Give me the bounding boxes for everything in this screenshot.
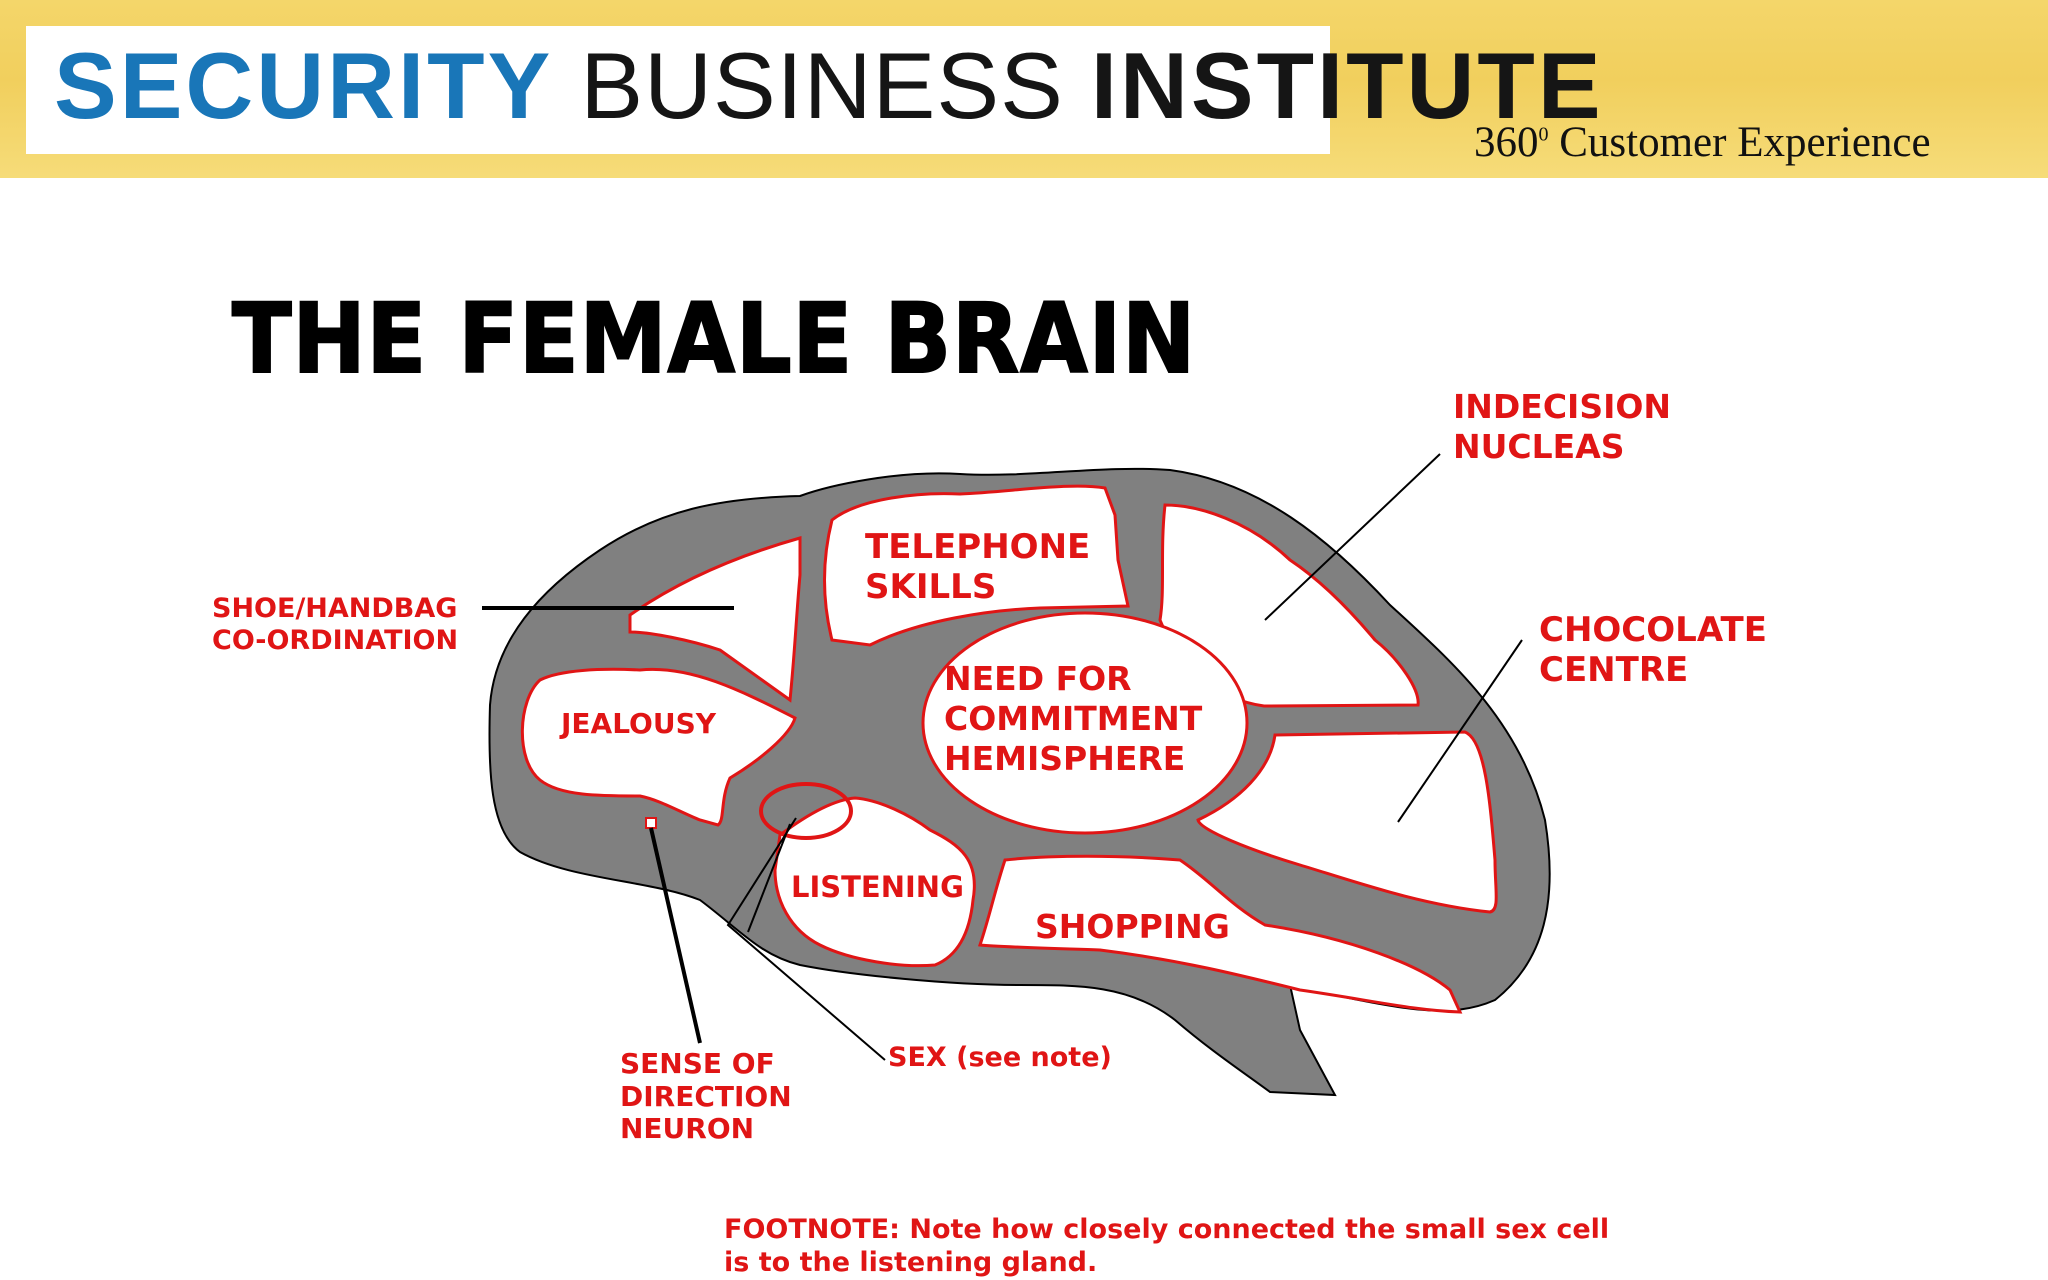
region-listening [773,796,976,968]
logo-security: SECURITY [54,33,554,138]
sex-leader-line [726,817,886,1061]
callout-chocolate-2: CENTRE [1539,650,1688,690]
label-commitment-1: NEED FOR [944,659,1132,698]
region-indecision [1158,503,1420,708]
sex-leader-line-2 [747,823,791,933]
callout-indecision-2: NUCLEAS [1453,427,1625,466]
subtitle-superscript: 0 [1538,123,1549,146]
region-shopping [977,854,1463,1014]
sex-cell [759,782,853,840]
logo: SECURITY BUSINESS INSTITUTE [54,36,1604,136]
label-telephone-1: TELEPHONE [865,527,1090,567]
callout-shoe-1: SHOE/HANDBAG [212,593,457,624]
region-commitment [921,611,1249,835]
label-commitment-3: HEMISPHERE [944,739,1185,778]
region-chocolate [1196,730,1498,914]
label-shopping: SHOPPING [1035,907,1230,946]
direction-leader-line [649,827,702,1044]
direction-neuron [645,817,657,829]
footnote-line-2: is to the listening gland. [724,1247,1097,1278]
indecision-leader-line [1264,453,1441,621]
subtitle-number: 360 [1474,119,1539,166]
header-subtitle: 3600 Customer Experience [1474,118,1931,167]
chocolate-leader-line [1397,639,1523,823]
callout-sex: SEX (see note) [888,1042,1112,1073]
region-telephone-skills [823,484,1130,647]
slide-title: THE FEMALE BRAIN [231,283,1197,395]
logo-business: BUSINESS [553,33,1091,138]
label-telephone-2: SKILLS [865,567,996,607]
logo-institute: INSTITUTE [1090,33,1604,138]
callout-direction-3: NEURON [620,1112,754,1145]
footnote-line-1: FOOTNOTE: Note how closely connected the… [724,1214,1609,1245]
callout-indecision-1: INDECISION [1453,387,1671,426]
callout-direction-1: SENSE OF [620,1047,775,1080]
label-listening: LISTENING [791,870,964,904]
subtitle-text: Customer Experience [1548,119,1931,166]
callout-chocolate-1: CHOCOLATE [1539,610,1767,650]
region-shoe-handbag [628,536,802,703]
label-commitment-2: COMMITMENT [944,699,1203,738]
region-jealousy [520,667,797,827]
logo-box [26,26,1330,154]
callout-direction-2: DIRECTION [620,1080,792,1113]
callout-shoe-2: CO-ORDINATION [212,625,458,656]
label-jealousy: JEALOUSY [559,707,717,740]
